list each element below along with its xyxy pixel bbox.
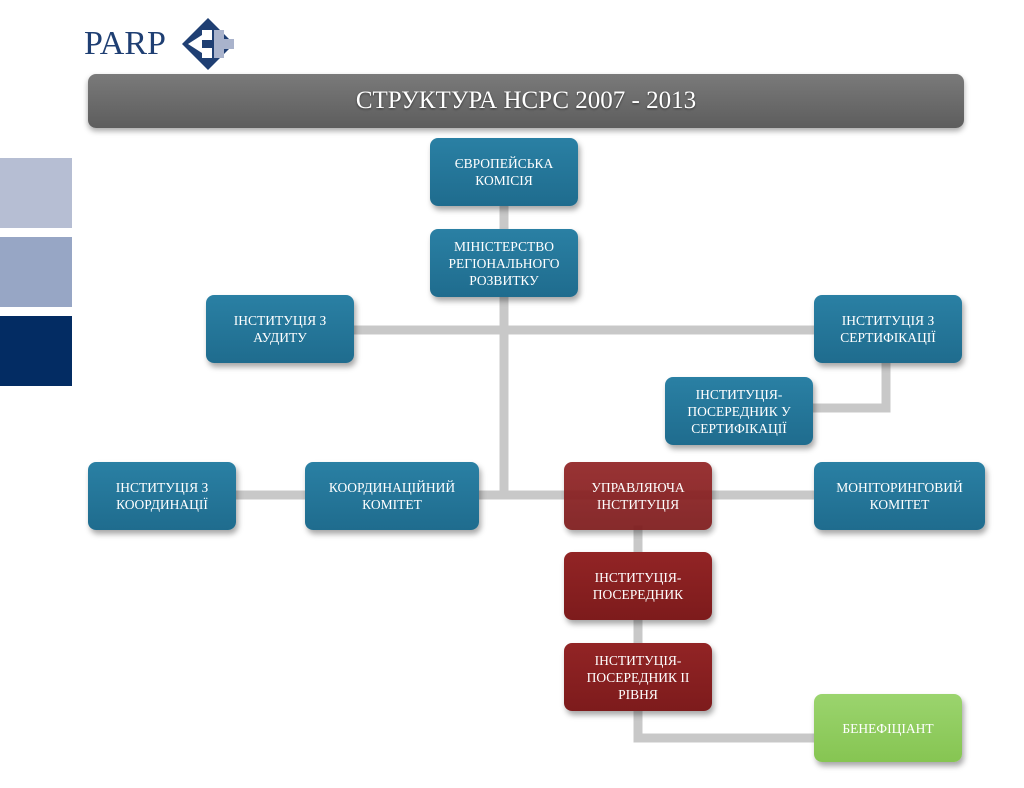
- node-beneficiary: БЕНЕФІЦІАНТ: [814, 694, 962, 762]
- node-certification-institution: ІНСТИТУЦІЯ З СЕРТИФІКАЦІЇ: [814, 295, 962, 363]
- connector-cert-intermediary: [807, 360, 891, 413]
- node-intermediary-institution: ІНСТИТУЦІЯ- ПОСЕРЕДНИК: [564, 552, 712, 620]
- node-monitoring-committee: МОНІТОРИНГОВИЙ КОМІТЕТ: [814, 462, 985, 530]
- parp-logo-mark-icon: [182, 18, 234, 70]
- node-coordination-committee: КООРДИНАЦІЙНИЙ КОМІТЕТ: [305, 462, 479, 530]
- node-monitoring-label: МОНІТОРИНГОВИЙ КОМІТЕТ: [836, 480, 963, 512]
- node-intermediary-label: ІНСТИТУЦІЯ- ПОСЕРЕДНИК: [592, 570, 684, 602]
- node-intermediary-2-label: ІНСТИТУЦІЯ- ПОСЕРЕДНИК ІІ РІВНЯ: [586, 652, 690, 702]
- page-title: СТРУКТУРА НСРС 2007 - 2013: [355, 87, 697, 114]
- sidebar-decor-block-medium: [0, 237, 72, 307]
- node-beneficiary-label: БЕНЕФІЦІАНТ: [842, 720, 934, 736]
- node-certification-label: ІНСТИТУЦІЯ З СЕРТИФІКАЦІЇ: [840, 313, 936, 345]
- node-audit-label: ІНСТИТУЦІЯ З АУДИТУ: [233, 313, 327, 345]
- node-coordination-label: ІНСТИТУЦІЯ З КООРДИНАЦІЇ: [115, 480, 209, 512]
- node-european-commission-label: ЄВРОПЕЙСЬКА КОМІСІЯ: [454, 156, 554, 188]
- sidebar-decor-block-light: [0, 158, 72, 228]
- node-ministry-regional-development: МІНІСТЕРСТВО РЕГІОНАЛЬНОГО РОЗВИТКУ: [430, 229, 578, 297]
- node-ministry-label: МІНІСТЕРСТВО РЕГІОНАЛЬНОГО РОЗВИТКУ: [448, 238, 560, 288]
- node-intermediary-level-2: ІНСТИТУЦІЯ- ПОСЕРЕДНИК ІІ РІВНЯ: [564, 643, 712, 711]
- node-audit-institution: ІНСТИТУЦІЯ З АУДИТУ: [206, 295, 354, 363]
- sidebar-decor-block-dark: [0, 316, 72, 386]
- node-certification-intermediary: ІНСТИТУЦІЯ- ПОСЕРЕДНИК У СЕРТИФІКАЦІЇ: [665, 377, 813, 445]
- node-managing-institution: УПРАВЛЯЮЧА ІНСТИТУЦІЯ: [564, 462, 712, 530]
- node-coordination-institution: ІНСТИТУЦІЯ З КООРДИНАЦІЇ: [88, 462, 236, 530]
- title-bar: СТРУКТУРА НСРС 2007 - 2013: [88, 74, 964, 128]
- node-cert-intermediary-label: ІНСТИТУЦІЯ- ПОСЕРЕДНИК У СЕРТИФІКАЦІЇ: [687, 386, 791, 436]
- node-managing-label: УПРАВЛЯЮЧА ІНСТИТУЦІЯ: [591, 480, 685, 512]
- node-european-commission: ЄВРОПЕЙСЬКА КОМІСІЯ: [430, 138, 578, 206]
- logo-text: PARP: [84, 25, 166, 62]
- parp-logo: PARP: [84, 16, 234, 72]
- node-coord-committee-label: КООРДИНАЦІЙНИЙ КОМІТЕТ: [328, 480, 456, 512]
